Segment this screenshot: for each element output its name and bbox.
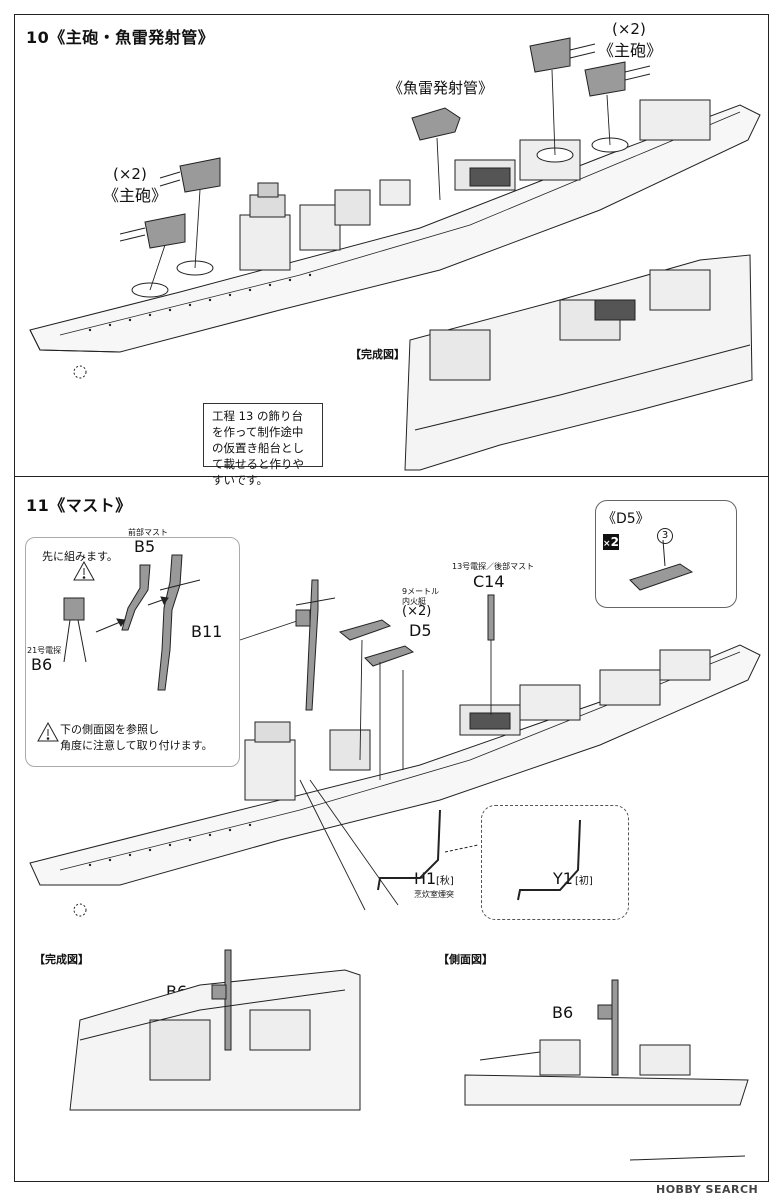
watermark-text: HOBBY SEARCH — [656, 1183, 759, 1196]
x2-badge-value: 2 — [610, 535, 619, 549]
assembly-note: 工程 13 の飾り台を作って制作途中の仮置き船台として載せると作りやすいです。 — [203, 403, 323, 487]
step-10-title: 10《主砲・魚雷発射管》 — [26, 28, 215, 47]
part-b11: B11 — [191, 622, 223, 641]
part-y1: Y1 — [553, 869, 573, 888]
page-frame — [14, 14, 769, 1182]
assembly-note-text: 工程 13 の飾り台を作って制作途中の仮置き船台として載せると作りやすいです。 — [212, 409, 304, 487]
step11-completed-label: 【完成図】 — [34, 953, 89, 966]
section-divider — [14, 476, 769, 477]
torpedo-label: 《魚雷発射管》 — [388, 79, 494, 97]
main-gun-qty-right: (×2) — [612, 20, 646, 38]
step10-completed-label: 【完成図】 — [350, 348, 405, 361]
part-h1: H1 — [414, 869, 437, 888]
foremast-caption: 前部マスト — [128, 528, 168, 537]
pre-assemble-text: 先に組みます。 — [42, 550, 118, 563]
step10-ship-drawing — [29, 37, 761, 471]
warning-triangle-icon — [73, 560, 95, 581]
y1-tag: [初] — [575, 876, 593, 887]
h1-tag: [秋] — [436, 876, 454, 887]
d5-detail-box — [595, 500, 737, 608]
step-ref-circle: 3 — [657, 528, 673, 544]
part-b5: B5 — [134, 537, 156, 556]
mast-subassembly-box — [25, 537, 240, 767]
x2-badge: ×2 — [603, 534, 619, 550]
part-d5: D5 — [409, 621, 432, 640]
boat-caption: 9メートル 内火艇 — [402, 587, 440, 606]
radar21-caption: 21号電探 — [27, 646, 62, 655]
h1-caption: 烹炊室煙突 — [414, 890, 454, 899]
step11-drawings — [29, 539, 761, 1161]
side-view-label: 【側面図】 — [438, 953, 493, 966]
main-gun-label-left: 《主砲》 — [103, 186, 168, 205]
main-gun-qty-left: (×2) — [113, 165, 147, 183]
step-11-title: 11《マスト》 — [26, 496, 132, 515]
b6-callout-side: B6 — [552, 1003, 574, 1022]
radar13-caption: 13号電探／後部マスト — [452, 562, 535, 571]
d5-detail-title: 《D5》 — [602, 511, 650, 527]
part-b6: B6 — [31, 655, 53, 674]
part-c14: C14 — [473, 572, 505, 591]
alt-part-box — [481, 805, 629, 920]
warning-text-2: 角度に注意して取り付けます。 — [60, 739, 213, 752]
d5-qty: (×2) — [402, 604, 432, 619]
main-gun-label-right: 《主砲》 — [598, 41, 663, 60]
warning-text-1: 下の側面図を参照し — [60, 723, 159, 736]
